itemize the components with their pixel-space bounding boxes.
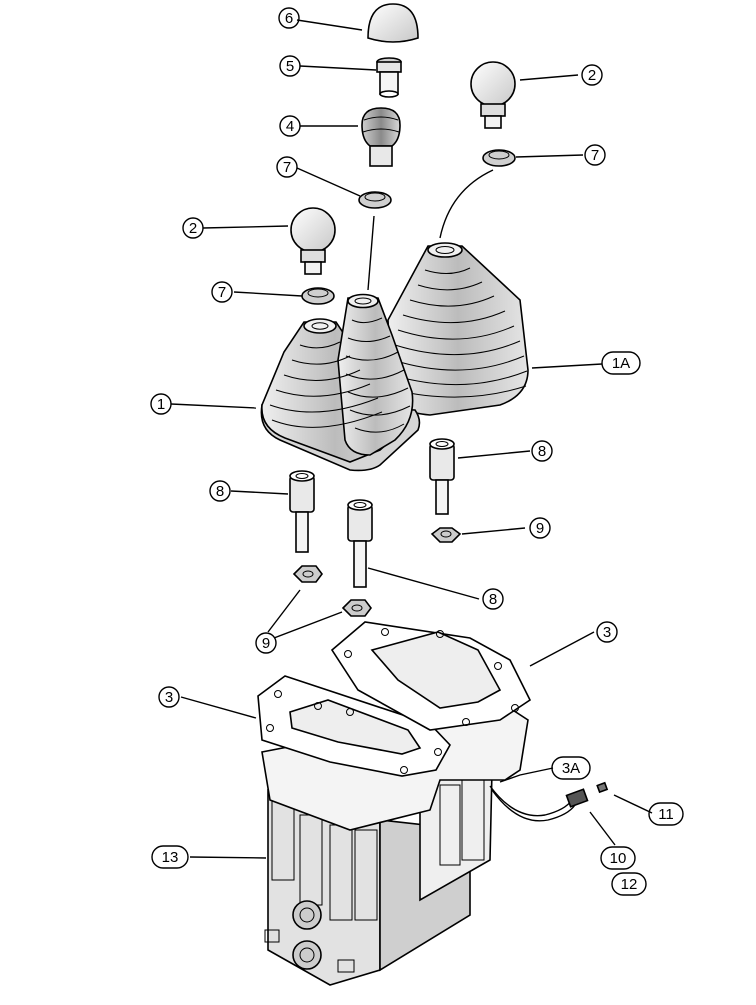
callout-11-label: 11 bbox=[658, 806, 674, 823]
callout-7-right-label: 7 bbox=[591, 147, 599, 164]
callout-6-label: 6 bbox=[285, 10, 293, 27]
callout-10-label: 10 bbox=[610, 850, 627, 867]
callout-3-right-label: 3 bbox=[603, 624, 611, 641]
part-nut-right bbox=[430, 527, 462, 543]
callout-5-label: 5 bbox=[286, 58, 294, 75]
part-ball-knob-right bbox=[470, 61, 516, 129]
part-gasket-left bbox=[257, 675, 451, 777]
part-nut-left bbox=[292, 565, 323, 583]
callout-1: 1 bbox=[150, 393, 172, 415]
callout-13: 13 bbox=[151, 845, 189, 869]
part-ball-knob-left bbox=[290, 207, 336, 275]
callout-7-center-label: 7 bbox=[283, 159, 291, 176]
callout-7-left: 7 bbox=[211, 281, 233, 303]
callout-7-center: 7 bbox=[276, 156, 298, 178]
callout-12-label: 12 bbox=[621, 876, 638, 893]
part-lever-shaft-center bbox=[347, 499, 373, 588]
callout-11: 11 bbox=[648, 802, 684, 826]
part-boot-double bbox=[260, 293, 421, 472]
part-gasket-right bbox=[330, 621, 532, 731]
callout-2-right-label: 2 bbox=[588, 67, 596, 84]
callout-13-label: 13 bbox=[162, 849, 179, 866]
part-seal-ring-left bbox=[301, 287, 335, 305]
part-lever-shaft-left bbox=[289, 470, 315, 553]
part-seal-ring-center bbox=[358, 191, 392, 209]
callout-1-label: 1 bbox=[157, 396, 165, 413]
part-wire-harness bbox=[489, 781, 609, 822]
callout-1a: 1A bbox=[601, 351, 641, 375]
callout-3a: 3A bbox=[551, 756, 591, 780]
callout-9-left-label: 9 bbox=[262, 635, 270, 652]
callout-7-left-label: 7 bbox=[218, 284, 226, 301]
callout-8-center-label: 8 bbox=[489, 591, 497, 608]
callout-10: 10 bbox=[600, 846, 636, 870]
callout-9-right-label: 9 bbox=[536, 520, 544, 537]
callout-6: 6 bbox=[278, 7, 300, 29]
part-lever-shaft-right bbox=[429, 438, 455, 515]
callout-4: 4 bbox=[279, 115, 301, 137]
callout-5: 5 bbox=[279, 55, 301, 77]
callout-3-left-label: 3 bbox=[165, 689, 173, 706]
callout-8-left: 8 bbox=[209, 480, 231, 502]
callout-12: 12 bbox=[611, 872, 647, 896]
part-sleeve bbox=[376, 57, 402, 98]
callout-7-right: 7 bbox=[584, 144, 606, 166]
callout-9-left: 9 bbox=[255, 632, 277, 654]
part-nut-center bbox=[341, 599, 372, 617]
callout-8-right: 8 bbox=[531, 440, 553, 462]
callout-2-left: 2 bbox=[182, 217, 204, 239]
callout-8-right-label: 8 bbox=[538, 443, 546, 460]
part-dome-cap bbox=[367, 3, 419, 43]
callout-2-left-label: 2 bbox=[189, 220, 197, 237]
callout-3-right: 3 bbox=[596, 621, 618, 643]
leader-lines bbox=[170, 19, 653, 859]
callout-8-center: 8 bbox=[482, 588, 504, 610]
part-valve-body bbox=[264, 769, 493, 986]
callout-4-label: 4 bbox=[286, 118, 294, 135]
callout-9-right: 9 bbox=[529, 517, 551, 539]
callout-1a-label: 1A bbox=[612, 355, 630, 372]
callout-3a-label: 3A bbox=[562, 760, 580, 777]
callout-3-left: 3 bbox=[158, 686, 180, 708]
callout-8-left-label: 8 bbox=[216, 483, 224, 500]
part-seal-ring-right bbox=[482, 149, 516, 167]
part-grip-knob bbox=[361, 107, 401, 167]
callout-2-right: 2 bbox=[581, 64, 603, 86]
